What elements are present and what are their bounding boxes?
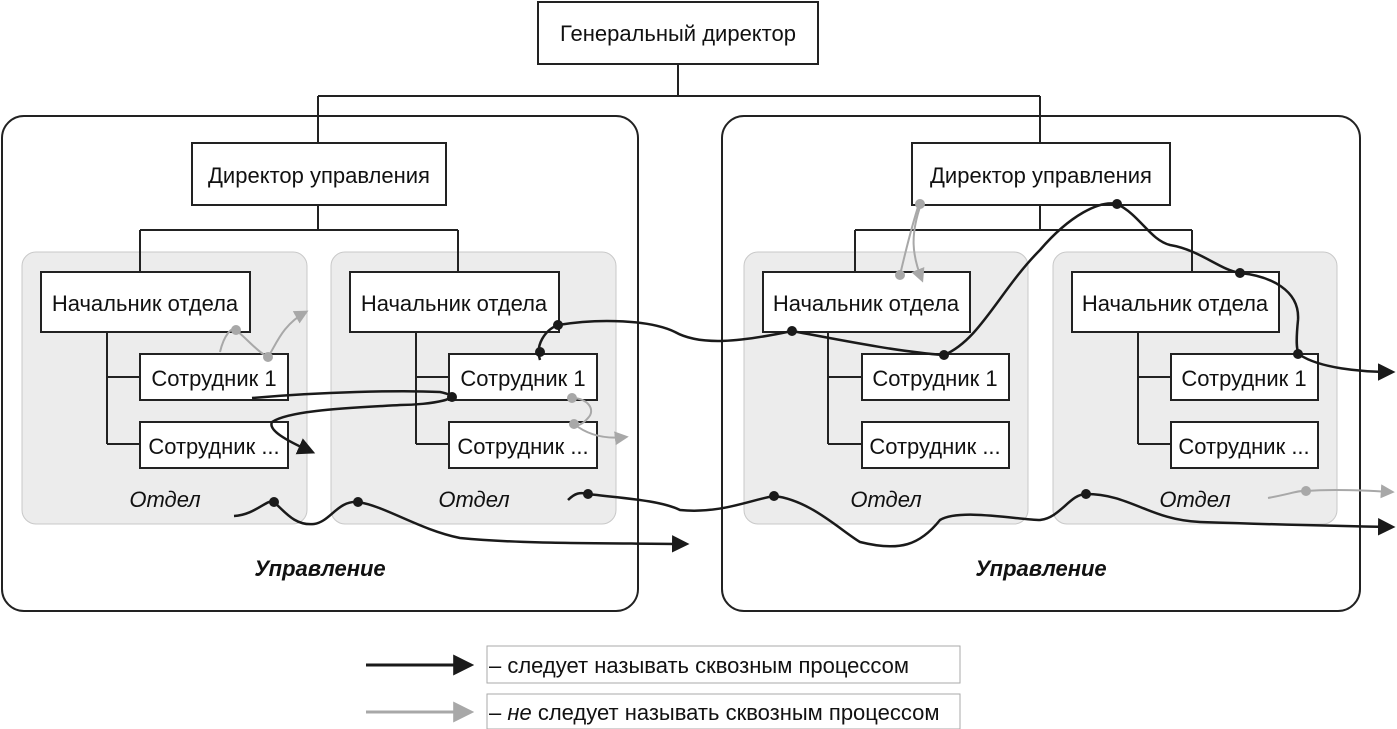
legend-box-not-end-to-end <box>486 693 961 729</box>
department-label: Отдел <box>1159 487 1230 512</box>
non-process-curve <box>899 203 920 276</box>
legend-end-to-end-text: – следует называть сквозным процессом <box>489 653 909 678</box>
process-point <box>1081 489 1091 499</box>
department-head-box <box>1071 271 1280 333</box>
process-point <box>769 491 779 501</box>
process-point <box>353 497 363 507</box>
non-process-point <box>231 325 241 335</box>
department-head-label: Начальник отдела <box>1082 291 1269 316</box>
process-point <box>583 489 593 499</box>
non-process-points <box>231 199 1311 496</box>
process-point <box>1112 199 1122 209</box>
process-point <box>1235 268 1245 278</box>
non-process-curve <box>219 310 309 359</box>
director-box-left <box>191 142 447 206</box>
process-point <box>939 350 949 360</box>
employee-box <box>139 353 289 401</box>
process-point <box>787 326 797 336</box>
process-curve <box>251 390 452 455</box>
ceo-box <box>537 1 819 65</box>
employee-box <box>1170 421 1319 469</box>
employee-label: Сотрудник ... <box>457 434 588 459</box>
non-process-curve <box>911 203 925 283</box>
department-head-box <box>349 271 560 333</box>
department-head-box <box>762 271 971 333</box>
non-process-point <box>1301 486 1311 496</box>
director-box-right <box>911 142 1171 206</box>
non-process-point <box>569 419 579 429</box>
directorate-label: Управление <box>254 556 385 581</box>
directorate-label: Управление <box>975 556 1106 581</box>
employee-label: Сотрудник 1 <box>460 366 585 391</box>
department-label: Отдел <box>129 487 200 512</box>
org-connectors <box>106 64 1193 445</box>
department-label: Отдел <box>438 487 509 512</box>
employee-box <box>861 353 1010 401</box>
department-head-box <box>40 271 251 333</box>
department-head-label: Начальник отдела <box>361 291 548 316</box>
employee-box <box>448 421 598 469</box>
non-process-point <box>895 270 905 280</box>
ceo-label: Генеральный директор <box>560 21 796 46</box>
process-point <box>535 347 545 357</box>
legend-not-suffix: следует называть сквозным процессом <box>532 700 940 725</box>
legend-dash: – <box>489 700 507 725</box>
department-label: Отдел <box>850 487 921 512</box>
director-label-left: Директор управления <box>208 163 430 188</box>
non-process-point <box>915 199 925 209</box>
legend-not-end-to-end-text: – не следует называть сквозным процессом <box>489 700 940 725</box>
process-points <box>269 199 1303 507</box>
employee-box <box>861 421 1010 469</box>
process-point <box>269 497 279 507</box>
employee-label: Сотрудник 1 <box>1181 366 1306 391</box>
employee-label: Сотрудник ... <box>869 434 1000 459</box>
employee-label: Сотрудник ... <box>1178 434 1309 459</box>
employee-label: Сотрудник ... <box>148 434 279 459</box>
non-process-point <box>567 393 577 403</box>
legend-not-word: не <box>507 700 531 725</box>
employee-box <box>448 353 598 401</box>
legend: – следует называть сквозным процессом – … <box>366 645 961 729</box>
process-point <box>553 320 563 330</box>
employee-label: Сотрудник 1 <box>151 366 276 391</box>
department-head-label: Начальник отдела <box>52 291 239 316</box>
department-head-label: Начальник отдела <box>773 291 960 316</box>
process-curve <box>537 202 1396 381</box>
employee-box <box>1170 353 1319 401</box>
employee-box <box>139 421 289 469</box>
process-curve <box>567 491 1396 548</box>
non-process-point <box>263 352 273 362</box>
employee-label: Сотрудник 1 <box>872 366 997 391</box>
non-process-curve <box>571 397 629 446</box>
director-label-right: Директор управления <box>930 163 1152 188</box>
process-point <box>1293 349 1303 359</box>
process-point <box>447 392 457 402</box>
legend-box-end-to-end <box>486 645 961 684</box>
